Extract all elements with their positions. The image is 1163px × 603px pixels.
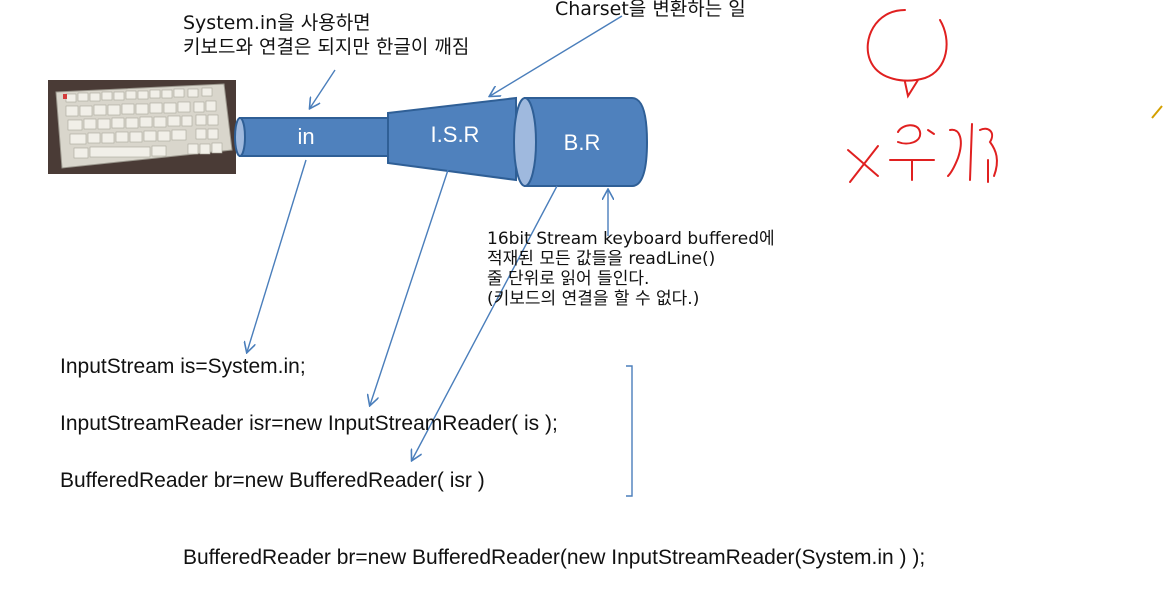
arrow-charset-to-isr: [490, 15, 623, 96]
charset-note: Charset을 변환하는 일: [555, 0, 746, 20]
br-label: B.R: [564, 130, 601, 155]
code-line-inputstream: InputStream is=System.in;: [60, 355, 306, 378]
keyboard-illustration: [48, 80, 236, 174]
buffered-note: 16bit Stream keyboard buffered에 적재된 모든 값…: [487, 229, 775, 309]
pencil-mark: [1151, 105, 1163, 119]
code-line-combined: BufferedReader br=new BufferedReader(new…: [183, 546, 926, 569]
arrow-isr-to-code2: [370, 169, 449, 405]
code-line-bufferedreader: BufferedReader br=new BufferedReader( is…: [60, 469, 485, 492]
system-in-note-line2: 키보드와 연결은 되지만 한글이 깨짐: [183, 36, 470, 58]
br-pipe: B.R: [513, 97, 649, 187]
code-bracket: [626, 365, 633, 497]
code-line-inputstreamreader: InputStreamReader isr=new InputStreamRea…: [60, 412, 558, 435]
arrow-note-to-in: [310, 69, 336, 108]
arrow-br-to-code3: [412, 185, 558, 460]
keyboard-image: [48, 80, 236, 174]
in-pipe: in: [234, 117, 391, 157]
handwritten-annotation: [847, 9, 998, 183]
system-in-note-line1: System.in을 사용하면: [183, 12, 371, 34]
isr-pipe: I.S.R: [387, 96, 517, 182]
in-label: in: [297, 124, 314, 149]
arrow-in-to-code1: [247, 159, 307, 352]
isr-label: I.S.R: [431, 122, 480, 147]
